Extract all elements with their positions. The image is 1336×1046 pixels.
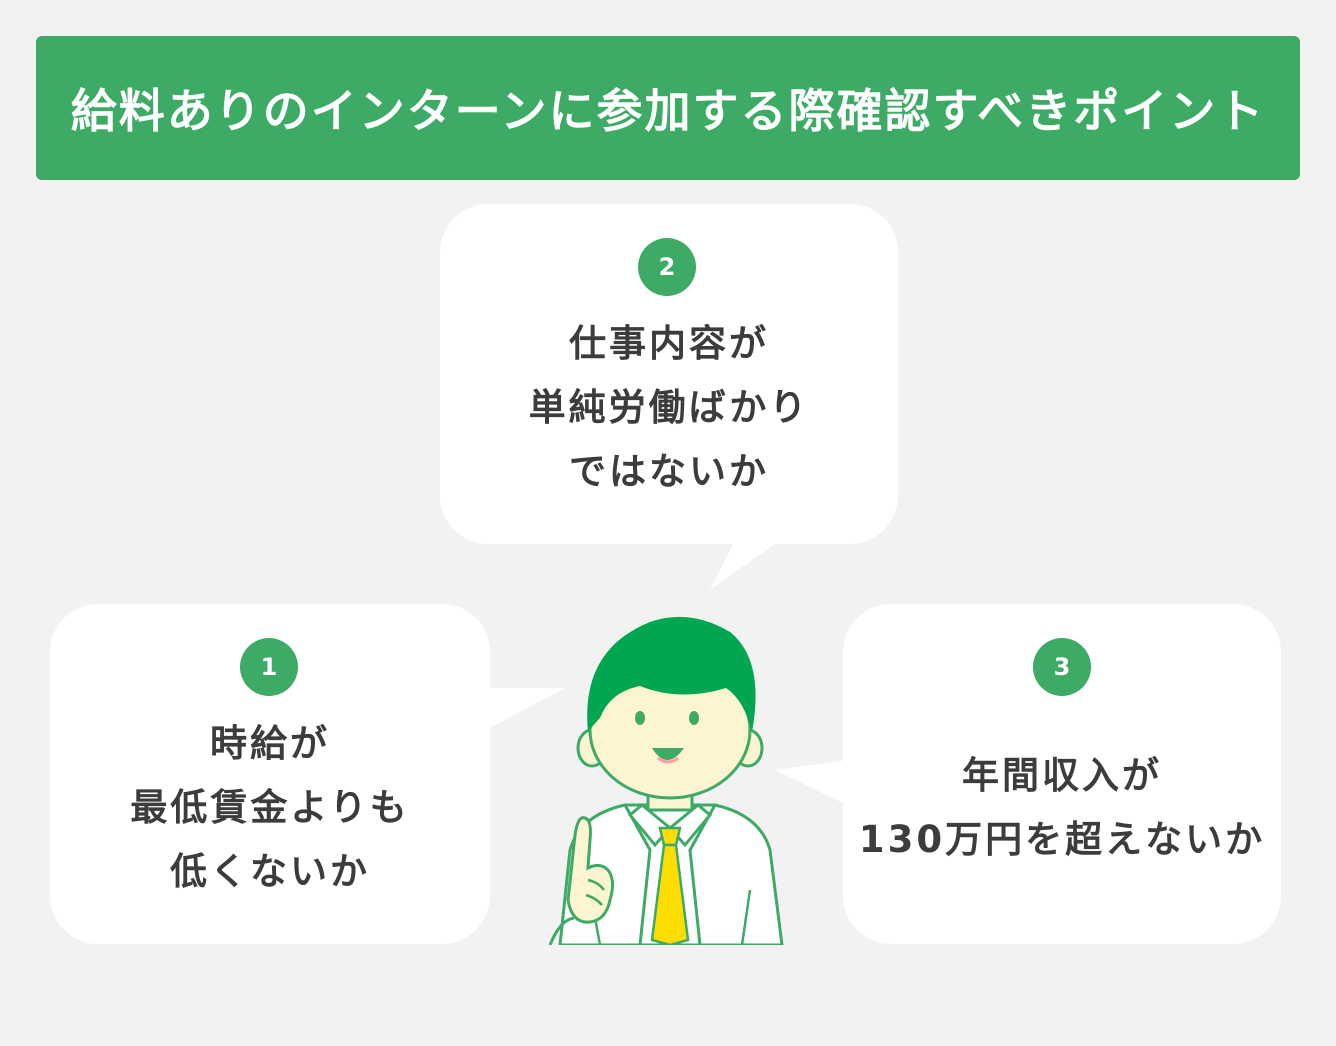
bubble-tail-2 <box>710 540 775 590</box>
point-text-3: 年間収入が 130万円を超えないか <box>843 744 1281 872</box>
title-banner: 給料ありのインターンに参加する際確認すべきポイント <box>36 36 1300 180</box>
point-text-1: 時給が 最低賃金よりも 低くないか <box>50 712 490 904</box>
point-1-line-2: 最低賃金よりも <box>130 786 410 829</box>
point-1-line-3: 低くないか <box>170 850 370 893</box>
point-3-line-1: 年間収入が <box>962 754 1162 797</box>
number-badge-2: 2 <box>638 238 696 296</box>
head <box>576 616 764 800</box>
person-icon <box>548 616 784 945</box>
tie-icon <box>650 826 690 945</box>
point-text-2: 仕事内容が 単純労働ばかり ではないか <box>440 312 898 504</box>
point-3-line-2: 130万円を超えないか <box>858 818 1266 861</box>
bubble-tail-1 <box>486 688 565 730</box>
finger-up-icon <box>548 816 615 945</box>
bubble-tail-3 <box>775 760 847 805</box>
page-title: 給料ありのインターンに参加する際確認すべきポイント <box>70 84 1266 138</box>
point-bubble-2: 2 仕事内容が 単純労働ばかり ではないか <box>440 204 898 544</box>
point-bubble-1: 1 時給が 最低賃金よりも 低くないか <box>50 604 490 944</box>
number-badge-3: 3 <box>1033 638 1091 696</box>
point-2-line-2: 単純労働ばかり <box>528 386 810 429</box>
point-2-line-1: 仕事内容が <box>569 322 769 365</box>
point-bubble-3: 3 年間収入が 130万円を超えないか <box>843 604 1281 944</box>
point-2-line-3: ではないか <box>569 450 769 493</box>
number-badge-1: 1 <box>240 638 298 696</box>
point-1-line-1: 時給が <box>210 722 330 765</box>
